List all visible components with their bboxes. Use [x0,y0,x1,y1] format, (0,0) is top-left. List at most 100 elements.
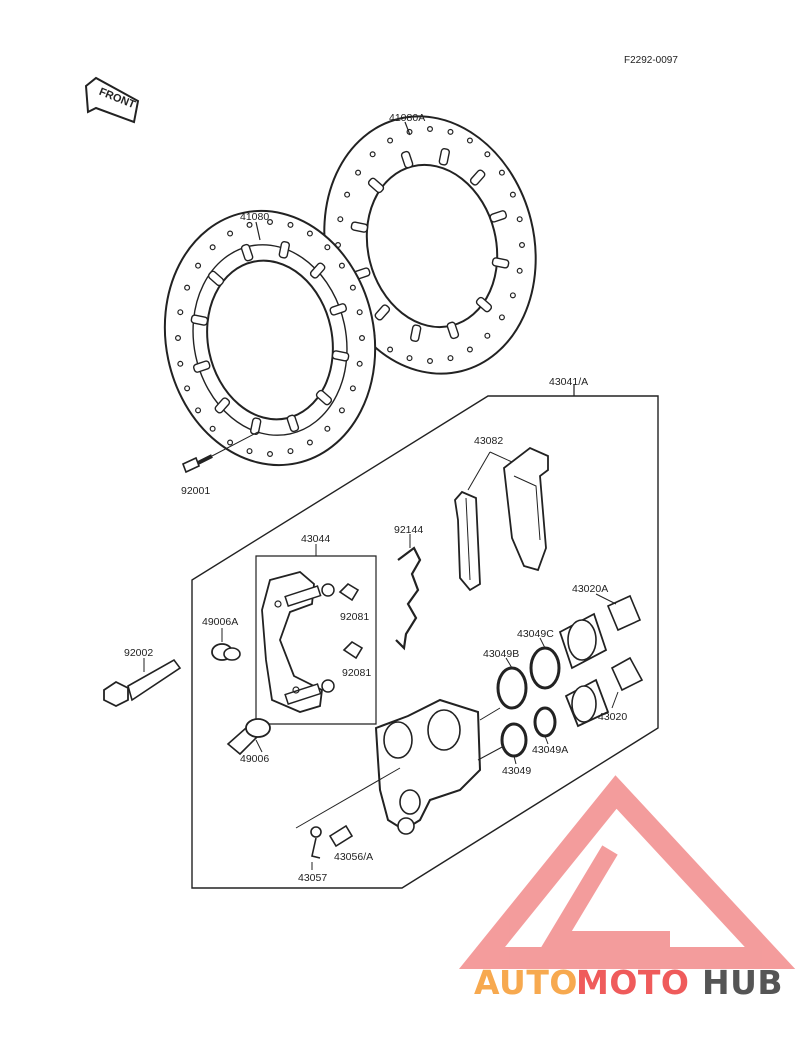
seal-43049b [496,666,528,710]
watermark-moto: MOTO [576,963,689,1002]
automotohub-logo [458,775,796,969]
disc-hole [484,332,491,339]
disc-hole [287,448,294,455]
disc-hole [387,346,394,353]
label-43057: 43057 [298,872,327,884]
label-49006: 49006 [240,753,269,765]
disc-slot [400,150,414,169]
disc-hole [246,448,253,455]
caliper-bracket-43044 [261,571,335,713]
label-92081-upper: 92081 [340,611,369,623]
disc-hole [369,151,376,158]
brake-disc-41080a [323,115,537,375]
dust-boot-49006 [226,718,271,756]
label-43044: 43044 [301,533,330,545]
disc-hole [447,355,454,362]
label-92081-lower: 92081 [342,667,371,679]
disc-hole [509,292,516,299]
disc-hole [509,191,516,198]
disc-hole [287,221,294,228]
disc-hole [267,219,274,226]
disc-hole [516,216,523,223]
disc-slot [491,257,510,269]
label-41080: 41080 [240,211,269,223]
disc-hole [349,284,356,291]
disc-slot [489,210,508,223]
disc-hole [184,385,191,392]
disc-hole [246,221,253,228]
label-43020a: 43020A [572,583,608,595]
disc-slot [350,221,369,233]
disc-slot [286,414,300,433]
seal-43049c [529,646,561,690]
disc-hole [387,137,394,144]
disc-hole [195,262,202,269]
disc-hole [498,314,505,321]
front-arrow-icon: FRONT [84,76,140,124]
disc-slot [240,243,254,262]
brake-disc-41080 [163,209,377,467]
disc-hole [356,309,363,316]
disc-hole [209,244,216,251]
disc-hole [337,216,344,223]
disc-slot [190,314,209,326]
disc-hole [338,262,345,269]
disc-slot [367,177,385,194]
disc-slot [207,270,225,287]
disc-hole [267,451,274,458]
caliper-assembly-frame [191,395,659,889]
disc-slot [438,147,450,166]
pad-clip-upper-92081 [338,582,360,602]
disc-hole [227,439,234,446]
bleeder-valve-43056a [328,824,354,848]
caliper-body [374,698,482,835]
disc-hole [306,439,313,446]
label-43049a: 43049A [532,744,568,756]
disc-hole [427,125,434,132]
label-43049c: 43049C [517,628,554,640]
disc-slot [329,303,348,316]
disc-slot [469,169,486,186]
disc-hole [406,355,413,362]
disc-hole [516,267,523,274]
disc-slot [410,324,422,343]
disc-hole [466,137,473,144]
label-43082: 43082 [474,435,503,447]
disc-slot [446,321,460,340]
dust-boot-49006a [211,643,241,661]
disc-slot [315,389,333,406]
pad-spring-92144 [395,534,422,651]
pad-clip-lower-92081 [342,640,364,660]
label-92144: 92144 [394,524,423,536]
label-92002: 92002 [124,647,153,659]
diagram-code: F2292-0097 [624,55,678,66]
seal-43049a [533,706,557,738]
disc-slot [278,240,290,259]
bleeder-cap-43057 [310,826,322,859]
disc-hole [447,128,454,135]
label-43056a: 43056/A [334,851,373,863]
disc-slot [331,350,350,362]
disc-bolt-92001 [181,431,259,474]
disc-hole [355,169,362,176]
label-43049: 43049 [502,765,531,777]
disc-slot [475,296,493,313]
brake-pads-43082 [454,446,549,592]
disc-hole [344,191,351,198]
disc-hole [466,346,473,353]
watermark-hub: HUB [702,963,783,1002]
disc-hole [195,407,202,414]
label-49006a: 49006A [202,616,238,628]
disc-hole [306,230,313,237]
disc-hole [427,358,434,365]
disc-hole [359,335,366,342]
caliper-bolt-92002 [103,658,182,708]
label-43049b: 43049B [483,648,519,660]
disc-hole [484,151,491,158]
disc-slot [374,304,391,321]
piston-43020a [558,594,642,670]
disc-hole [177,309,184,316]
disc-hole [349,385,356,392]
